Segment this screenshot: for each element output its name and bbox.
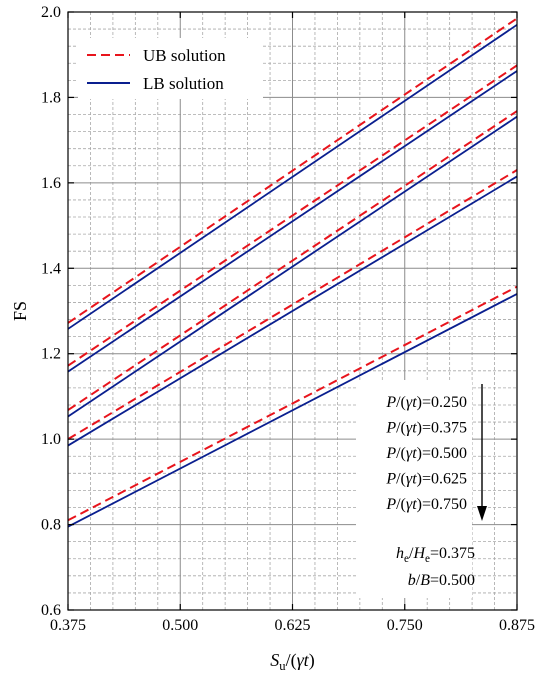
param-label-0.375-part-1: /( — [396, 420, 406, 437]
x-axis-label-part-4: ) — [309, 650, 315, 671]
lb-line-0.625 — [67, 175, 518, 447]
y-tick-label: 1.4 — [41, 260, 61, 277]
legend-label-0: UB solution — [143, 46, 226, 65]
param-label-0.250-part-1: /( — [396, 394, 406, 411]
param-label-0.750-part-3: )=0.750 — [417, 496, 467, 513]
param-label-0.500-part-1: /( — [396, 445, 406, 462]
param-label-0.625-part-1: /( — [396, 471, 406, 488]
param-label-0.250: P/(γt)=0.250 — [385, 394, 467, 411]
param-label-0.375-part-0: P — [385, 420, 396, 437]
fixed-param-0-part-1: e — [404, 553, 409, 565]
lb-line-0.375 — [67, 70, 518, 373]
param-label-0.750-part-0: P — [385, 496, 396, 513]
param-label-0.625-part-0: P — [385, 471, 396, 488]
y-tick-label: 1.0 — [41, 431, 61, 448]
ub-line-0.500 — [67, 110, 518, 411]
x-axis-label-part-2: /( — [286, 650, 297, 671]
x-tick-label: 0.500 — [162, 617, 198, 634]
x-axis-label-part-1: u — [279, 659, 286, 673]
x-axis-label-part-0: S — [270, 650, 279, 670]
x-axis-label: Su/(γt) — [270, 650, 314, 673]
param-label-0.250-part-2: γt — [406, 394, 417, 411]
ub-line-0.750 — [67, 285, 518, 522]
y-tick-label: 1.6 — [41, 175, 61, 192]
legend-box — [78, 38, 263, 99]
fixed-param-0-part-2: / — [409, 545, 414, 562]
arrow-head — [477, 506, 487, 521]
y-tick-label: 1.2 — [41, 346, 61, 363]
lb-line-0.500 — [67, 115, 518, 418]
lb-line-0.250 — [67, 24, 518, 330]
y-axis-label: FS — [10, 301, 30, 321]
fixed-param-0: he/He=0.375 — [396, 545, 475, 565]
fixed-param-0-part-3: H — [412, 545, 426, 562]
x-tick-label: 0.375 — [50, 617, 86, 634]
fixed-param-1-part-0: b — [408, 572, 416, 589]
param-label-0.750-part-1: /( — [396, 496, 406, 513]
fixed-param-1-part-2: B — [420, 572, 430, 589]
param-label-0.500-part-3: )=0.500 — [417, 445, 467, 462]
param-label-0.750: P/(γt)=0.750 — [385, 496, 467, 513]
y-tick-label: 2.0 — [41, 4, 61, 21]
param-label-0.250-part-3: )=0.250 — [417, 394, 467, 411]
param-label-0.500: P/(γt)=0.500 — [385, 445, 467, 462]
axes-layer — [67, 11, 518, 611]
param-label-0.375: P/(γt)=0.375 — [385, 420, 467, 437]
y-tick-label: 1.8 — [41, 89, 61, 106]
param-label-0.375-part-2: γt — [406, 420, 417, 437]
param-label-0.500-part-0: P — [385, 445, 396, 462]
ub-line-0.375 — [67, 64, 518, 367]
axis-labels: Su/(γt) FS — [10, 301, 315, 673]
ub-line-0.625 — [67, 169, 518, 441]
x-tick-label: 0.750 — [387, 617, 423, 634]
ub-line-0.250 — [67, 17, 518, 324]
tick-labels: 0.375 0.500 0.625 0.750 0.875 0.6 0.8 1.0 1.2 1.4… — [41, 4, 535, 634]
param-label-0.750-part-2: γt — [406, 496, 417, 513]
y-tick-label: 0.6 — [41, 602, 61, 619]
param-label-0.375-part-3: )=0.375 — [417, 420, 467, 437]
fixed-param-0-part-5: =0.375 — [430, 545, 475, 562]
param-label-0.250-part-0: P — [385, 394, 396, 411]
param-label-0.625: P/(γt)=0.625 — [385, 471, 467, 488]
fixed-param-1-part-1: / — [416, 572, 421, 589]
x-tick-label: 0.625 — [275, 617, 311, 634]
param-label-0.500-part-2: γt — [406, 445, 417, 462]
fixed-param-0-part-4: e — [425, 553, 430, 565]
fixed-param-1: b/B=0.500 — [408, 572, 475, 589]
lb-line-0.750 — [67, 293, 518, 528]
annotation-box — [356, 380, 472, 598]
x-axis-label-part-3: γt — [297, 650, 310, 670]
param-label-0.625-part-3: )=0.625 — [417, 471, 467, 488]
annotation: P/(γt)=0.250P/(γt)=0.375P/(γt)=0.500P/(γ… — [356, 380, 487, 598]
param-label-0.625-part-2: γt — [406, 471, 417, 488]
legend: UB solution LB solution — [78, 38, 263, 99]
legend-label-1: LB solution — [143, 74, 224, 93]
y-tick-label: 0.8 — [41, 517, 61, 534]
fixed-param-1-part-3: =0.500 — [430, 572, 475, 589]
x-tick-label: 0.875 — [499, 617, 535, 634]
series-layer — [67, 17, 518, 528]
fixed-param-0-part-0: h — [396, 545, 404, 562]
